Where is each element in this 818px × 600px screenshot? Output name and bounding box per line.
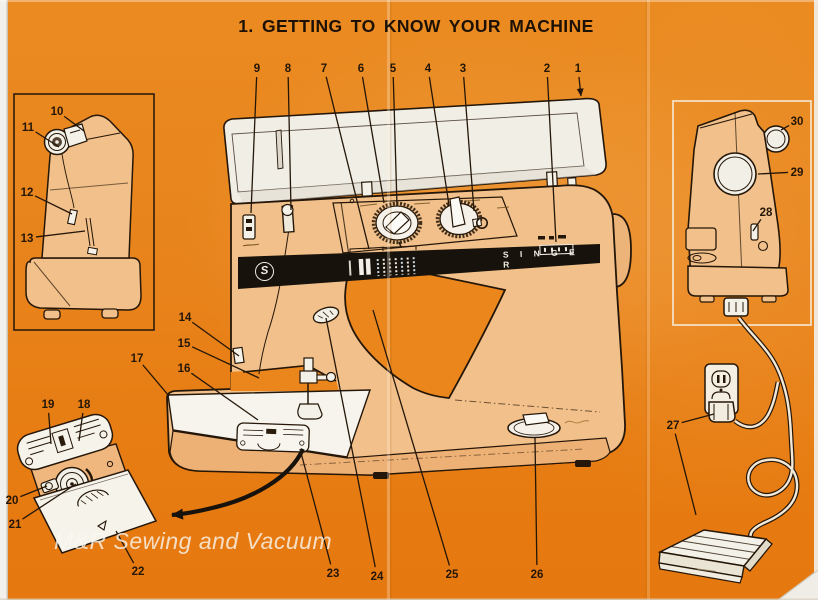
leader-line-10 xyxy=(63,115,85,132)
callout-1: 1 xyxy=(575,63,582,75)
callout-26: 26 xyxy=(531,569,544,581)
leader-line-4 xyxy=(428,76,450,206)
leader-line-19 xyxy=(48,412,52,445)
leader-line-7 xyxy=(325,76,370,250)
main-machine xyxy=(166,97,632,479)
foot-controller xyxy=(657,529,773,584)
callout-28: 28 xyxy=(760,207,773,219)
callout-17: 17 xyxy=(131,353,144,365)
leader-line-1 xyxy=(576,76,584,97)
leader-line-22 xyxy=(115,530,135,564)
open-lid xyxy=(223,97,607,205)
callout-5: 5 xyxy=(390,63,397,75)
callout-4: 4 xyxy=(425,63,432,75)
leader-line-12 xyxy=(34,195,73,215)
leader-line-16 xyxy=(190,372,259,421)
black-panel xyxy=(238,235,600,289)
stitch-length-dial xyxy=(507,412,590,439)
callout-13: 13 xyxy=(21,233,34,245)
callout-20: 20 xyxy=(6,495,19,507)
watermark: M&R Sewing and Vacuum xyxy=(54,528,333,554)
callout-24: 24 xyxy=(371,571,384,583)
callout-30: 30 xyxy=(791,116,804,128)
leader-line-6 xyxy=(361,76,385,204)
callout-11: 11 xyxy=(22,122,35,134)
bottom-left-inset-bobbin-area xyxy=(16,413,158,554)
leader-line-24 xyxy=(325,317,376,568)
needle-position-indicator xyxy=(538,235,574,256)
callout-18: 18 xyxy=(78,399,91,411)
callout-7: 7 xyxy=(321,63,327,75)
callout-14: 14 xyxy=(179,312,192,324)
leader-line-29 xyxy=(757,171,789,175)
callout-3: 3 xyxy=(460,63,466,75)
leader-line-26 xyxy=(534,437,538,566)
callout-8: 8 xyxy=(285,63,292,75)
leader-line-18 xyxy=(78,412,84,442)
leader-line-23 xyxy=(299,448,332,565)
callout-6: 6 xyxy=(358,63,364,75)
right-inset-rear-view xyxy=(672,100,812,326)
leader-line-27 xyxy=(681,413,715,424)
left-inset-side-view xyxy=(13,93,155,331)
needle-plate xyxy=(236,422,310,453)
leader-line-14 xyxy=(191,321,240,357)
leader-line-11 xyxy=(35,131,60,148)
power-cord xyxy=(733,316,800,548)
inset-needle-plate xyxy=(16,413,114,471)
callout-23: 23 xyxy=(327,568,340,580)
leader-line-17 xyxy=(142,364,170,397)
needle-bar-assembly xyxy=(232,221,337,420)
leader-line-8 xyxy=(287,76,292,211)
leader-line-5 xyxy=(392,76,398,207)
callout-19: 19 xyxy=(42,399,55,411)
callout-2: 2 xyxy=(544,63,550,75)
leader-line-15 xyxy=(191,346,260,379)
brand-text: S I N G E R xyxy=(502,246,580,270)
leader-line-9 xyxy=(250,76,258,214)
leader-line-2 xyxy=(546,76,557,243)
callout-15: 15 xyxy=(178,338,191,350)
thread-tension-post xyxy=(281,203,295,234)
bobbin-winder xyxy=(312,306,340,324)
callout-16: 16 xyxy=(178,363,191,375)
power-plug xyxy=(708,401,736,423)
callout-10: 10 xyxy=(51,106,64,118)
leader-line-28 xyxy=(752,219,762,232)
leader-line-30 xyxy=(780,124,790,131)
stitch-pattern-display xyxy=(348,245,417,277)
leader-line-3 xyxy=(463,76,475,212)
thread-arrow xyxy=(171,448,305,520)
callout-9: 9 xyxy=(254,63,260,75)
page-fold-crease xyxy=(387,0,650,600)
leader-line-27 xyxy=(674,433,697,516)
callout-29: 29 xyxy=(791,167,804,179)
callout-25: 25 xyxy=(446,569,459,581)
top-control-panel xyxy=(332,196,518,254)
callout-22: 22 xyxy=(132,566,145,578)
callout-27: 27 xyxy=(667,420,680,432)
leader-line-25 xyxy=(372,309,451,566)
callout-21: 21 xyxy=(9,519,22,531)
leader-line-21 xyxy=(22,483,77,520)
leader-line-13 xyxy=(35,230,86,238)
stitch-width-dial xyxy=(435,196,488,239)
callout-12: 12 xyxy=(21,187,34,199)
wall-outlet xyxy=(704,363,739,423)
page-title: 1. GETTING TO KNOW YOUR MACHINE xyxy=(238,16,594,36)
leader-line-20 xyxy=(20,485,48,498)
